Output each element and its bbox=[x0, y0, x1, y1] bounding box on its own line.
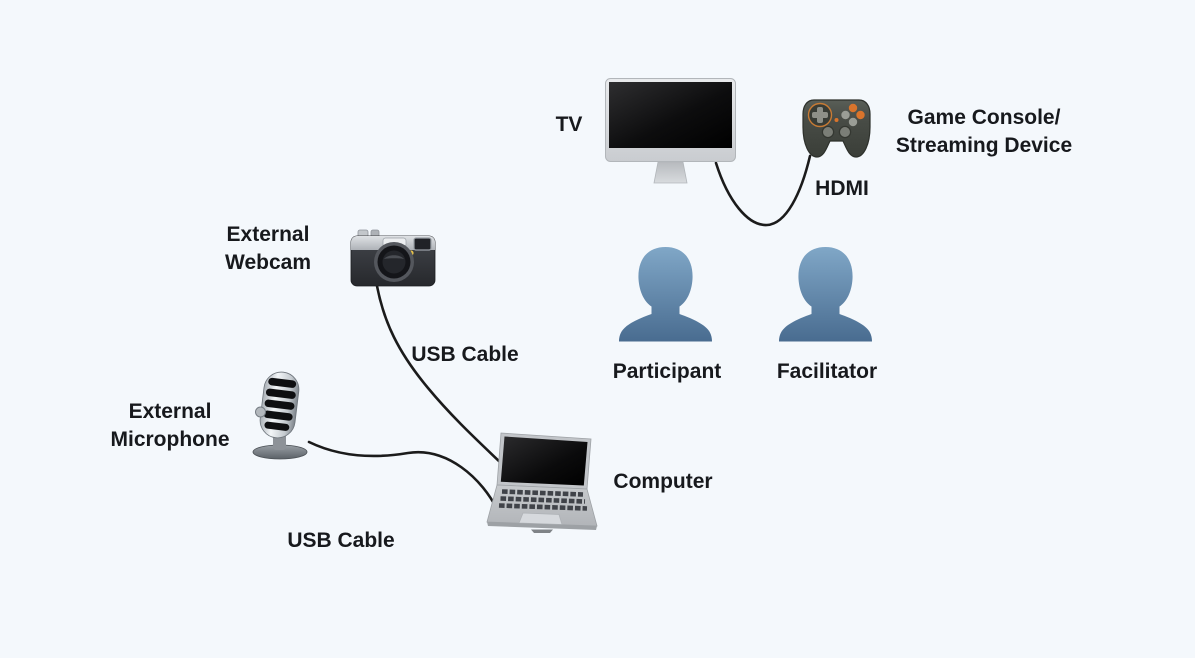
external-microphone-label: External Microphone bbox=[110, 400, 230, 451]
desktop-monitor-icon bbox=[605, 78, 736, 184]
microphone-usb-cable-line bbox=[307, 440, 501, 515]
hdmi-cable-line bbox=[714, 154, 812, 227]
webcam-usb-cable-label: USB Cable bbox=[411, 343, 519, 366]
participant-label: Participant bbox=[612, 360, 722, 383]
computer-label: Computer bbox=[613, 470, 713, 493]
laptop-icon bbox=[486, 432, 598, 533]
facilitator-label: Facilitator bbox=[776, 360, 878, 383]
game-console-label: Game Console/ Streaming Device bbox=[895, 106, 1073, 157]
external-webcam-label: External Webcam bbox=[225, 223, 311, 274]
webcam-usb-cable-line bbox=[375, 284, 503, 465]
gamepad-icon bbox=[802, 99, 871, 158]
person-bust-icon bbox=[779, 247, 872, 342]
camera-icon bbox=[350, 229, 436, 287]
hdmi-cable-label: HDMI bbox=[815, 177, 869, 200]
person-bust-icon bbox=[619, 247, 712, 342]
microphone-usb-cable-label: USB Cable bbox=[287, 529, 395, 552]
studio-microphone-icon bbox=[252, 371, 308, 460]
tv-label: TV bbox=[555, 113, 583, 136]
